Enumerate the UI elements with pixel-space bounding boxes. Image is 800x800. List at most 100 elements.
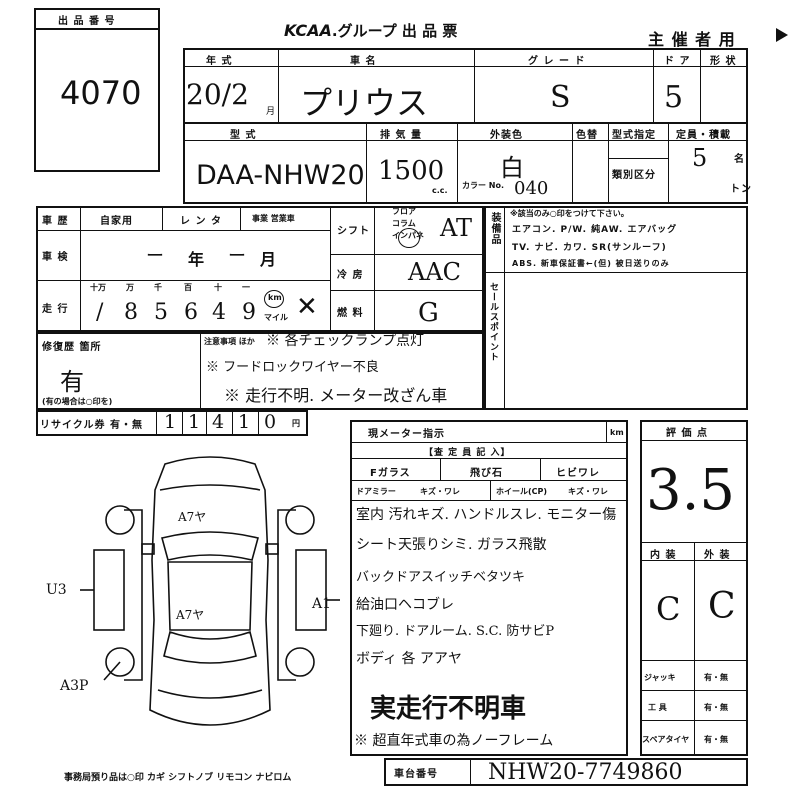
inspection-year-value: ー bbox=[146, 246, 164, 267]
interior-label: 内 装 bbox=[650, 550, 677, 561]
year-month-suffix: 月 bbox=[266, 107, 276, 117]
remark-line-3: バックドアスイッチベタツキ bbox=[356, 570, 526, 585]
spare-tire-label: スペアタイヤ bbox=[642, 735, 690, 744]
shape-label: 形 状 bbox=[710, 56, 737, 67]
car-body-outline bbox=[149, 456, 271, 726]
recycle-row bbox=[36, 410, 308, 436]
jack-label: ジャッキ bbox=[644, 673, 676, 682]
vehicle-info-table bbox=[183, 48, 748, 204]
sponsor-label: 主 催 者 用 bbox=[648, 30, 736, 49]
mileage-digit-5: 9 bbox=[242, 300, 256, 325]
remark-line-5: 下廻り. ドアルーム. S.C. 防サビP bbox=[356, 624, 555, 639]
exterior-label: 外 装 bbox=[704, 550, 731, 561]
color-no-value: 040 bbox=[514, 178, 549, 199]
chassis-number-row bbox=[384, 758, 748, 786]
crack-label: ヒビワレ bbox=[556, 468, 600, 479]
meter-km-label: km bbox=[610, 428, 624, 437]
capacity-label: 定員・積載 bbox=[676, 130, 731, 141]
color-change-label: 色替 bbox=[576, 130, 598, 141]
displacement-label: 排 気 量 bbox=[380, 130, 422, 141]
header-title-text: .グループ 出 品 票 bbox=[331, 22, 458, 40]
fuel-label: 燃 料 bbox=[337, 308, 364, 319]
door-value: 5 bbox=[664, 80, 684, 115]
listing-number-box bbox=[34, 8, 160, 172]
mileage-digit-4: 4 bbox=[212, 300, 226, 325]
remark-line-2: シート天張りシミ. ガラス飛散 bbox=[356, 537, 547, 553]
mileage-digit-label-1: 万 bbox=[126, 283, 134, 292]
note-line-2: ※ フードロックワイヤー不良 bbox=[206, 360, 379, 375]
inspection-label: 車 検 bbox=[42, 252, 69, 263]
kcaa-logo: KCAA bbox=[284, 21, 332, 40]
car-rear-window bbox=[163, 630, 257, 664]
rear-right-wheel bbox=[285, 647, 315, 677]
model-value: DAA-NHW20 bbox=[196, 160, 365, 191]
year-label: 年 式 bbox=[206, 56, 233, 67]
left-sill bbox=[124, 509, 143, 681]
remark-line-6: ボディ 各 アアヤ bbox=[356, 651, 462, 667]
mileage-digit-label-5: 一 bbox=[242, 283, 250, 292]
remark-line-1: 室内 汚れキズ. ハンドルスレ. モニター傷 bbox=[356, 507, 617, 523]
car-roof bbox=[167, 561, 253, 631]
spare-tire-yes-no: 有・無 bbox=[704, 735, 728, 744]
equipment-row-1: エアコン. P/W. 純AW. エアバッグ bbox=[512, 225, 678, 235]
door-label: ド ア bbox=[664, 56, 691, 67]
diagram-left-mark: U3 bbox=[46, 582, 67, 598]
diagram-right-mark: A1 bbox=[312, 596, 332, 612]
jack-yes-no: 有・無 bbox=[704, 673, 728, 682]
mileage-digit-1: 8 bbox=[124, 300, 138, 325]
car-trunk-line bbox=[157, 689, 263, 699]
equipment-table bbox=[484, 206, 748, 410]
recycle-digit-2: 4 bbox=[212, 411, 225, 433]
tools-yes-no: 有・無 bbox=[704, 703, 728, 712]
diagram-bottom-mark: A3P bbox=[60, 678, 89, 694]
mirror-options: キズ・ワレ bbox=[420, 487, 460, 496]
listing-number-label: 出 品 番 号 bbox=[58, 16, 116, 27]
repair-notes-table bbox=[36, 332, 484, 410]
history-table bbox=[36, 206, 484, 332]
mileage-digit-0: / bbox=[96, 300, 104, 325]
recycle-digit-0: 1 bbox=[164, 411, 177, 433]
shift-value: AT bbox=[440, 214, 473, 242]
appraisal-entry-label: 【査 定 員 記 入】 bbox=[424, 448, 511, 458]
mileage-digit-label-2: 千 bbox=[154, 283, 162, 292]
model-label: 型 式 bbox=[230, 130, 257, 141]
business-label: 事業 営業車 bbox=[252, 214, 295, 223]
history-label: 車 歴 bbox=[42, 216, 69, 227]
mileage-label: 走 行 bbox=[42, 304, 69, 315]
footer-note: 事務局預り品は○印 カギ シフトノブ リモコン ナビロム bbox=[64, 773, 292, 783]
equipment-vertical-label: 装備品 bbox=[489, 212, 500, 245]
equipment-row-3: ABS. 新車保証書←(但) 被日送りのみ bbox=[512, 259, 670, 268]
header-title: KCAA.グループ 出 品 票 bbox=[284, 20, 457, 41]
mileage-digit-2: 5 bbox=[154, 300, 168, 325]
mileage-digit-label-0: 十万 bbox=[90, 283, 106, 292]
bottom-note: ※ 超直年式車の為ノーフレーム bbox=[354, 733, 554, 749]
car-damage-diagram bbox=[80, 456, 340, 726]
stone-chip-label: 飛び石 bbox=[470, 468, 503, 479]
repair-history-label: 修復歴 箇所 bbox=[42, 342, 102, 353]
cc-label: c.c. bbox=[432, 186, 448, 195]
f-glass-label: Fガラス bbox=[370, 468, 411, 479]
recycle-label: リサイクル券 有・無 bbox=[40, 420, 143, 431]
right-sill bbox=[277, 509, 296, 681]
mileage-digit-label-4: 十 bbox=[214, 283, 222, 292]
mileage-digit-3: 6 bbox=[184, 300, 198, 325]
chassis-number-label: 車台番号 bbox=[394, 769, 438, 780]
ac-value: AAC bbox=[408, 258, 462, 286]
current-meter-label: 現メーター指示 bbox=[368, 429, 445, 440]
inspection-month-value: ー bbox=[228, 246, 246, 267]
diagram-mid-mark: A7ヤ bbox=[176, 608, 205, 622]
recycle-digit-3: 1 bbox=[238, 411, 251, 433]
ac-label: 冷 房 bbox=[337, 270, 364, 281]
capacity-value: 5 bbox=[692, 144, 708, 172]
appraisal-table bbox=[350, 420, 628, 756]
repair-value: 有 bbox=[60, 368, 84, 396]
left-front-door bbox=[93, 549, 125, 631]
rear-left-wheel bbox=[105, 647, 135, 677]
name-label: 車 名 bbox=[350, 56, 377, 67]
wheel-options: キズ・ワレ bbox=[568, 487, 608, 496]
score-value: 3.5 bbox=[646, 458, 736, 523]
yen-label: 円 bbox=[292, 419, 300, 428]
color-no-label: カラー No. bbox=[462, 181, 505, 190]
tons-label: トン bbox=[730, 184, 752, 195]
exterior-score: C bbox=[708, 586, 736, 627]
